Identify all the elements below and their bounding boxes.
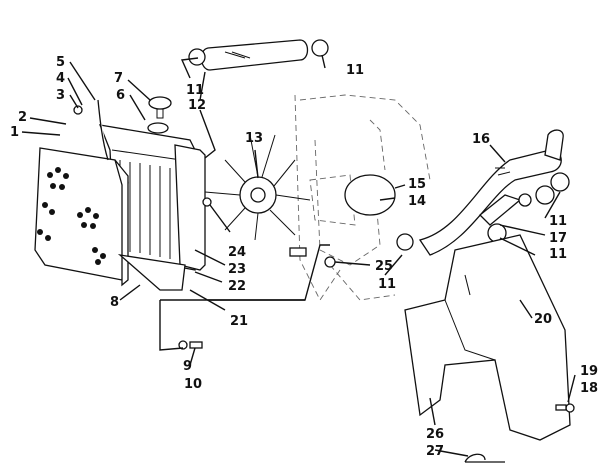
cooling-fan [204, 134, 311, 241]
callout-1: 1 [10, 125, 19, 140]
washer-2 [565, 403, 575, 413]
callout-27: 27 [426, 444, 444, 459]
lower-hose [418, 129, 564, 256]
callout-14: 14 [408, 194, 426, 209]
hose-clamp-2 [311, 39, 329, 57]
bolt [189, 341, 203, 349]
callout-18: 18 [580, 381, 598, 396]
callout-21: 21 [230, 314, 248, 329]
mount-bracket [289, 247, 307, 257]
callout-23: 23 [228, 262, 246, 277]
washer [202, 197, 212, 207]
callout-9: 9 [183, 359, 192, 374]
grommet [73, 105, 83, 115]
callout-4: 4 [56, 71, 65, 86]
chassis-frame [294, 94, 431, 301]
grommet-2 [324, 256, 336, 268]
leader-lines [21, 54, 576, 457]
upper-hose [200, 39, 309, 71]
nut [178, 340, 188, 350]
shroud-vent-holes [37, 167, 106, 265]
callout-3: 3 [56, 88, 65, 103]
callout-10: 10 [184, 377, 202, 392]
callout-7: 7 [114, 71, 123, 86]
callout-15: 15 [408, 177, 426, 192]
hose-clamp-3 [396, 233, 414, 251]
callout-17: 17 [549, 231, 567, 246]
callout-2: 2 [18, 110, 27, 125]
bolt-2 [555, 404, 567, 411]
callout-20: 20 [534, 312, 552, 327]
callout-22: 22 [228, 279, 246, 294]
callout-8: 8 [110, 295, 119, 310]
callout-24: 24 [228, 245, 246, 260]
wire-harness [464, 453, 505, 463]
callout-11a: 11 [186, 83, 204, 98]
callout-19: 19 [580, 364, 598, 379]
callout-13: 13 [245, 131, 263, 146]
callout-11b: 11 [346, 63, 364, 78]
heat-shield [404, 234, 571, 441]
callout-6: 6 [116, 88, 125, 103]
hose-clamp-4 [535, 185, 555, 205]
callout-26: 26 [426, 427, 444, 442]
callout-25: 25 [375, 259, 393, 274]
callout-16: 16 [472, 132, 490, 147]
fan-mount-plate [344, 174, 396, 216]
overflow-tube [97, 99, 109, 161]
callout-labels: 1 2 3 4 5 6 7 8 9 10 11 11 11 11 11 12 1… [10, 55, 598, 459]
hose-clamp-1 [188, 48, 206, 66]
radiator-cap [147, 96, 172, 134]
callout-12: 12 [188, 98, 206, 113]
callout-11d: 11 [549, 214, 567, 229]
hose-clamp-7 [518, 193, 532, 207]
callout-11e: 11 [549, 247, 567, 262]
callout-11c: 11 [378, 277, 396, 292]
radiator-bracket [117, 254, 186, 291]
callout-5: 5 [56, 55, 65, 70]
hose-clamp-5 [550, 172, 570, 192]
